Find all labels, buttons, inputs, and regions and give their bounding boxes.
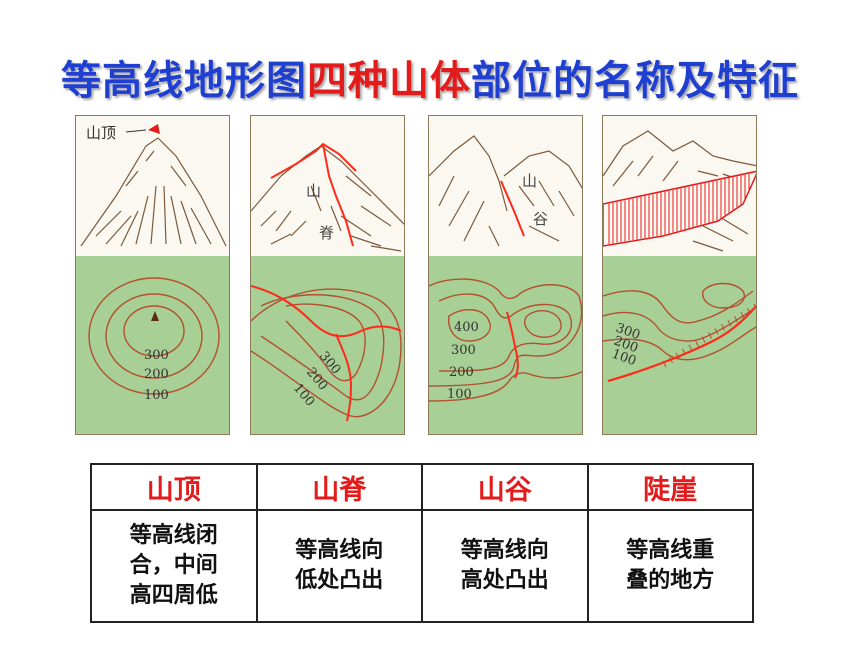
- ridge-marker-spur: [322, 143, 354, 247]
- cliff-contour-bg: [603, 256, 756, 434]
- cliff-tick: [708, 332, 712, 339]
- cliff-tick: [734, 315, 738, 323]
- title-highlight: 四种山体: [307, 58, 471, 104]
- panel-valley: 山 谷 400 300 200 100: [428, 115, 583, 435]
- cliff-tick: [701, 336, 706, 343]
- valley-marker-thalweg: [500, 180, 525, 237]
- panel-summit: 山顶 300 200 100: [75, 115, 230, 435]
- table-row: 等高线闭 合，中间 高四周低 等高线向 低处凸出 等高线向 高处凸出 等高线重 …: [90, 509, 754, 623]
- cliff-tick-marks: [662, 303, 756, 368]
- title-part2: 部位的名称及特征: [471, 58, 799, 104]
- desc-cliff-cell: 等高线重 叠的地方: [586, 509, 754, 623]
- desc-valley: 等高线向 高处凸出: [460, 538, 549, 593]
- cliff-tick: [721, 324, 725, 331]
- valley-contour-label-300: 300: [451, 343, 476, 358]
- ridge-illustration: 山 脊 300 200 100: [251, 116, 404, 434]
- summit-contour-label-200: 200: [144, 367, 169, 382]
- cliff-illustration: 300 200 100: [603, 116, 756, 434]
- cliff-tick: [747, 307, 751, 315]
- page-title: 等高线地形图四种山体部位的名称及特征: [0, 48, 860, 106]
- valley-illustration: 山 谷 400 300 200 100: [429, 116, 582, 434]
- valley-contour-marker: [506, 311, 519, 379]
- cliff-tick: [714, 328, 719, 335]
- cliff-tick: [662, 360, 667, 368]
- valley-contour-lines: [429, 278, 582, 402]
- cliff-mountain-sketch: [603, 130, 756, 252]
- cliff-tick: [695, 340, 699, 347]
- header-cliff: 陡崖: [586, 463, 754, 511]
- desc-ridge: 等高线向 低处凸出: [295, 538, 384, 593]
- summit-pointer-line: [125, 129, 147, 133]
- ridge-sketch-label-1: 山: [306, 182, 321, 200]
- cliff-tick: [753, 303, 756, 310]
- cliff-contour-marker: [607, 304, 756, 383]
- desc-valley-cell: 等高线向 高处凸出: [421, 509, 589, 623]
- summit-sketch-label: 山顶: [86, 124, 116, 142]
- summit-contour-lines: [88, 277, 220, 395]
- valley-sketch-label-2: 谷: [533, 210, 548, 228]
- table-header-row: 山顶 山脊 山谷 陡崖: [90, 463, 754, 511]
- header-ridge: 山脊: [255, 463, 423, 511]
- cliff-tick: [688, 344, 693, 351]
- summit-contour-label-300: 300: [144, 348, 169, 363]
- title-part1: 等高线地形图: [61, 58, 307, 104]
- header-valley: 山谷: [421, 463, 589, 511]
- ridge-contour-lines: [251, 288, 402, 418]
- cliff-tick: [675, 352, 680, 360]
- summit-illustration: 山顶 300 200 100: [76, 116, 229, 434]
- feature-table: 山顶 山脊 山谷 陡崖 等高线闭 合，中间 高四周低 等高线向 低处凸出 等高线…: [90, 463, 754, 623]
- valley-contour-label-200: 200: [449, 365, 474, 380]
- cliff-tick: [740, 311, 745, 319]
- cliff-tick: [669, 356, 673, 364]
- valley-sketch-bg: [429, 116, 582, 256]
- ridge-sketch-label-2: 脊: [319, 224, 334, 242]
- summit-triangle-icon: [151, 311, 159, 321]
- ridge-contour-marker-a: [251, 285, 402, 338]
- desc-cliff: 等高线重 叠的地方: [626, 538, 715, 593]
- valley-mountain-sketch: [429, 135, 582, 247]
- desc-summit-cell: 等高线闭 合，中间 高四周低: [90, 509, 258, 623]
- valley-contour-label-400: 400: [454, 320, 479, 335]
- panel-cliff: 300 200 100: [602, 115, 757, 435]
- summit-contour-bg: [76, 256, 229, 434]
- summit-peak-marker: [148, 124, 160, 134]
- ridge-marker-crest: [270, 142, 357, 179]
- panel-ridge: 山 脊 300 200 100: [250, 115, 405, 435]
- cliff-tick: [727, 320, 732, 327]
- ridge-sketch-bg: [251, 116, 404, 256]
- cliff-contour-lines: [603, 282, 756, 361]
- valley-contour-label-100: 100: [447, 387, 472, 402]
- desc-ridge-cell: 等高线向 低处凸出: [255, 509, 423, 623]
- summit-contour-label-100: 100: [144, 388, 169, 403]
- cliff-face-hatching: [608, 173, 750, 244]
- header-summit: 山顶: [90, 463, 258, 511]
- cliff-tick: [682, 348, 686, 356]
- valley-sketch-label-1: 山: [522, 172, 537, 190]
- desc-summit: 等高线闭 合，中间 高四周低: [129, 523, 218, 608]
- summit-mountain-sketch: [80, 137, 227, 247]
- ridge-contour-marker-b: [335, 333, 353, 422]
